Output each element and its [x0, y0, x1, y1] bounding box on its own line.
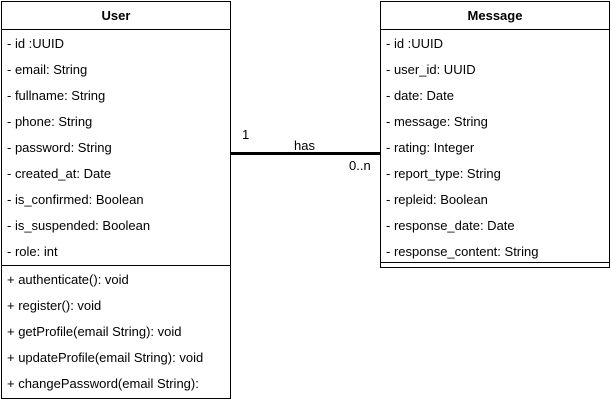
message-attribute: - response_content: String: [386, 244, 539, 259]
empty-methods-divider: [381, 262, 609, 263]
user-attribute: - id :UUID: [7, 36, 65, 51]
user-attribute: - is_confirmed: Boolean: [7, 192, 144, 207]
message-attribute: - report_type: String: [386, 166, 501, 181]
target-multiplicity: 0..n: [349, 158, 371, 173]
user-attribute: - phone: String: [7, 114, 93, 129]
message-class-name: Message: [381, 2, 609, 30]
message-attribute: - repleid: Boolean: [386, 192, 488, 207]
user-methods-section: + authenticate(): void + register(): voi…: [2, 265, 230, 397]
user-attribute: - email: String: [7, 62, 88, 77]
user-method: + changePassword(email String):: [7, 376, 199, 391]
message-attribute: - date: Date: [386, 88, 454, 103]
user-attribute: - created_at: Date: [7, 166, 112, 181]
message-attributes-section: - id :UUID - user_id: UUID - date: Date …: [381, 30, 609, 265]
user-method: + updateProfile(email String): void: [7, 350, 204, 365]
user-attributes-section: - id :UUID - email: String - fullname: S…: [2, 30, 230, 265]
user-attribute: - is_suspended: Boolean: [7, 218, 151, 233]
message-attribute: - message: String: [386, 114, 488, 129]
user-method: + register(): void: [7, 298, 102, 313]
user-class-box[interactable]: User - id :UUID - email: String - fullna…: [1, 1, 231, 399]
message-attribute: - response_date: Date: [386, 218, 515, 233]
message-attribute: - user_id: UUID: [386, 62, 476, 77]
user-attribute: - password: String: [7, 140, 112, 155]
user-method: + getProfile(email String): void: [7, 324, 182, 339]
source-multiplicity: 1: [242, 127, 250, 142]
user-method: + authenticate(): void: [7, 272, 129, 287]
message-attribute: - id :UUID: [386, 36, 444, 51]
message-attribute: - rating: Integer: [386, 140, 475, 155]
user-class-name: User: [2, 2, 230, 30]
association-label: has: [294, 138, 315, 153]
message-class-box[interactable]: Message - id :UUID - user_id: UUID - dat…: [380, 1, 610, 268]
user-attribute: - role: int: [7, 244, 58, 259]
association-line[interactable]: [231, 152, 381, 155]
user-attribute: - fullname: String: [7, 88, 106, 103]
